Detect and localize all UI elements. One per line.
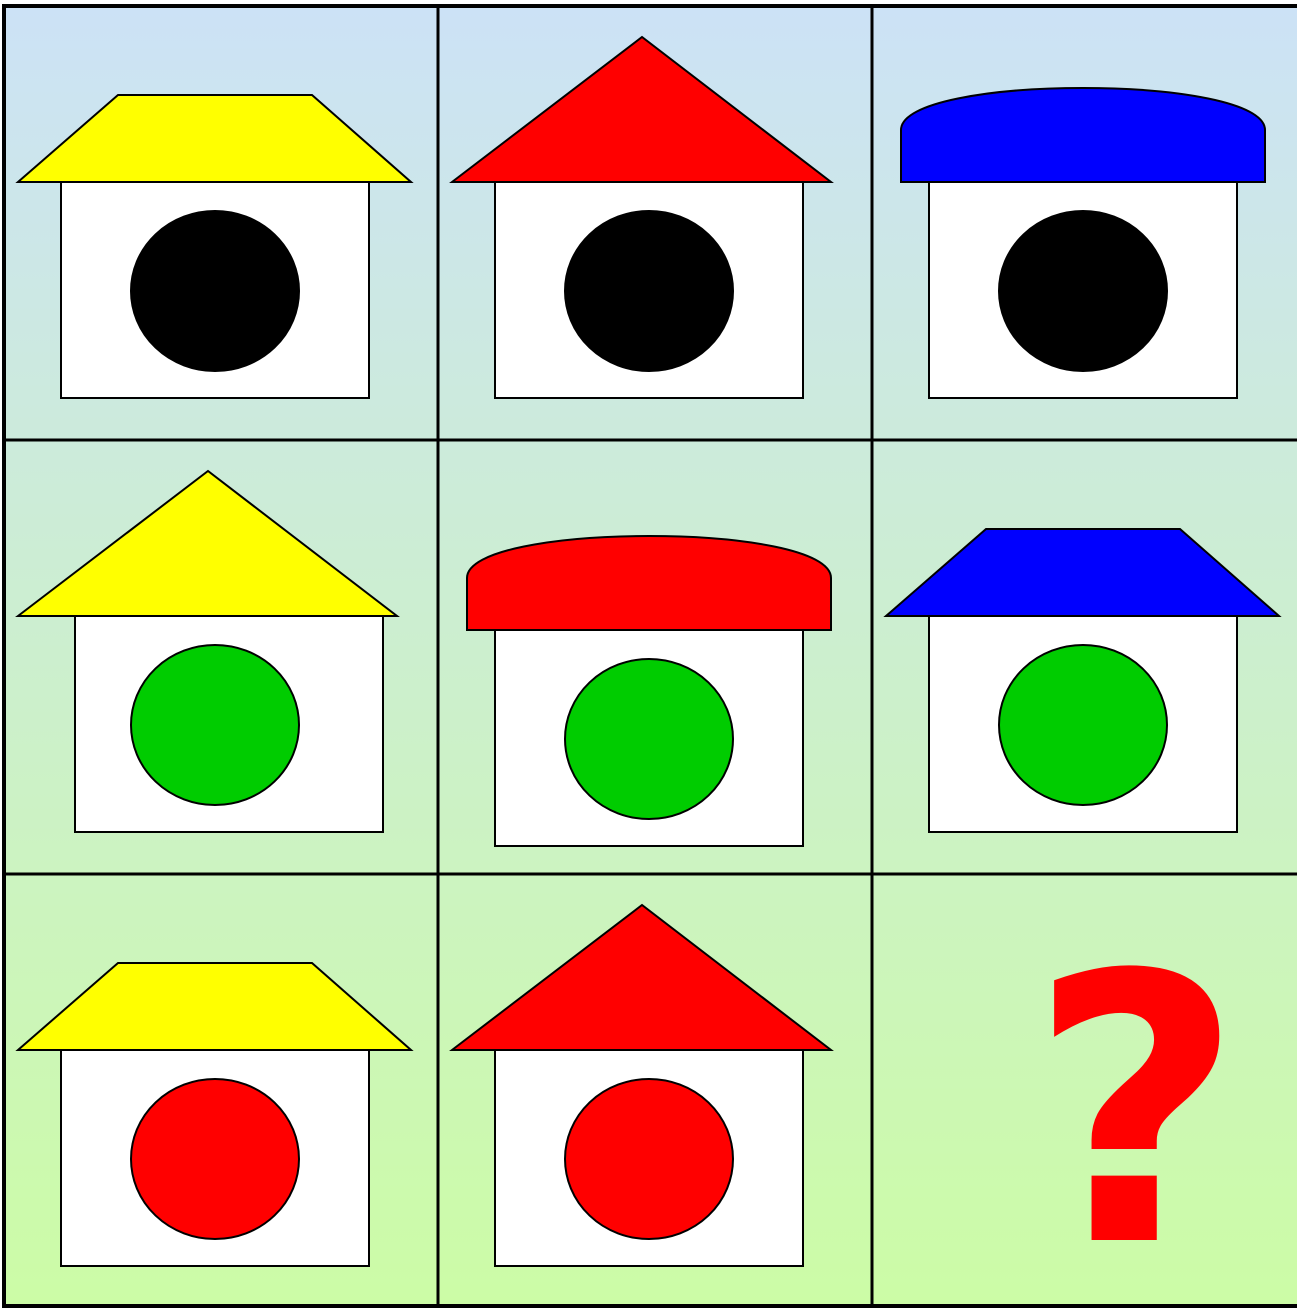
house-cell-r2-c3 xyxy=(886,529,1279,832)
roof-dome xyxy=(467,536,831,630)
house-dot xyxy=(565,659,733,819)
roof-dome xyxy=(901,88,1265,182)
house-cell-r2-c2 xyxy=(467,536,831,846)
house-dot xyxy=(565,211,733,371)
question-mark: ? xyxy=(1029,898,1244,1308)
missing-answer-cell[interactable]: ? xyxy=(874,876,1296,1308)
house-dot xyxy=(565,1079,733,1239)
house-dot xyxy=(999,211,1167,371)
house-dot xyxy=(131,1079,299,1239)
house-dot xyxy=(999,645,1167,805)
house-dot xyxy=(131,211,299,371)
house-cell-r1-c1 xyxy=(18,95,411,398)
house-cell-r3-c1 xyxy=(18,963,411,1266)
house-dot xyxy=(131,645,299,805)
house-cell-r1-c3 xyxy=(901,88,1265,398)
